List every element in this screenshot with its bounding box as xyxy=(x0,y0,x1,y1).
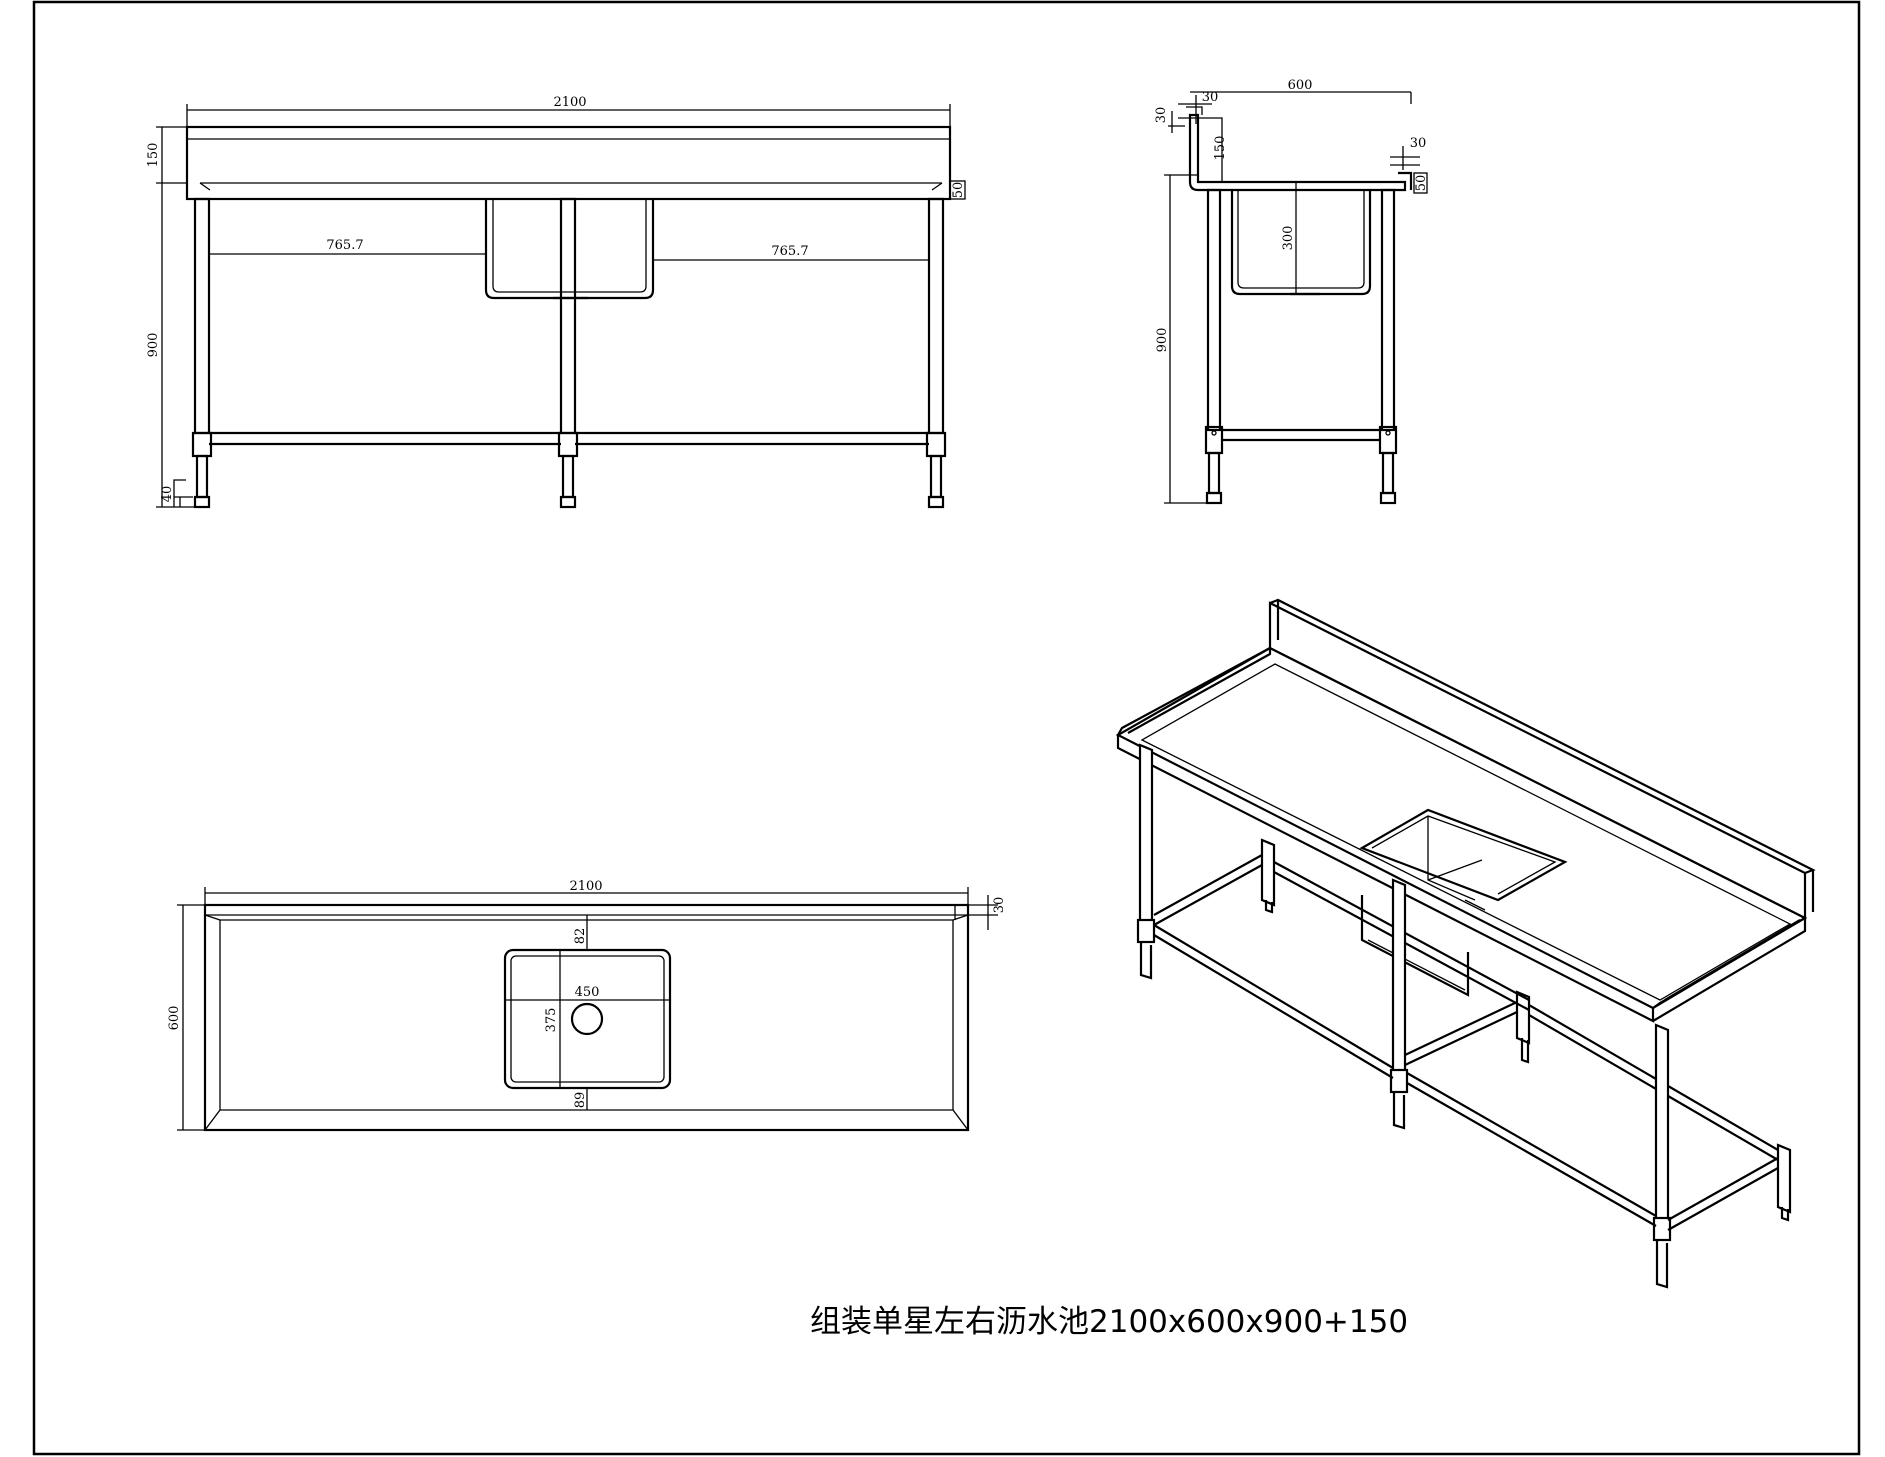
side-front-flange-dim: 30 xyxy=(1410,136,1427,151)
side-back-flange-dim: 30 xyxy=(1154,107,1169,124)
foot-height-dim: 40 xyxy=(160,486,175,503)
drawing-frame xyxy=(32,0,1861,1456)
left-drainboard-dim: 765.7 xyxy=(326,238,363,253)
top-flange-dim: 30 xyxy=(992,897,1007,914)
bowl-length-dim: 375 xyxy=(544,1008,559,1033)
front-length-dim: 2100 xyxy=(553,95,586,110)
front-leg-height-dim: 900 xyxy=(146,333,161,358)
side-view: 600 30 30 150 30 50 300 xyxy=(1154,78,1429,505)
side-leg-height-dim: 900 xyxy=(1155,328,1170,353)
bowl-depth-dim: 300 xyxy=(1281,226,1296,251)
drawing-title: 组装单星左右沥水池2100x600x900+150 xyxy=(810,1304,1408,1340)
right-drainboard-dim: 765.7 xyxy=(771,244,808,259)
side-depth-dim: 600 xyxy=(1288,78,1313,93)
side-edge-dim: 50 xyxy=(1414,175,1429,192)
backsplash-height-dim: 150 xyxy=(146,143,161,168)
bowl-back-offset-dim: 82 xyxy=(573,928,588,945)
front-view: 765.7 765.7 2100 150 900 40 50 xyxy=(146,95,966,509)
top-depth-dim: 600 xyxy=(167,1006,182,1031)
front-edge-dim: 50 xyxy=(951,182,966,199)
isometric-view xyxy=(1115,598,1816,1289)
bowl-width-dim: 450 xyxy=(575,985,600,1000)
side-backsplash-dim: 150 xyxy=(1213,136,1228,161)
top-length-dim: 2100 xyxy=(569,879,602,894)
bowl-front-offset-dim: 89 xyxy=(573,1092,588,1109)
top-view: 2100 30 600 82 450 375 89 xyxy=(167,879,1007,1132)
side-top-flange-dim: 30 xyxy=(1202,90,1219,105)
